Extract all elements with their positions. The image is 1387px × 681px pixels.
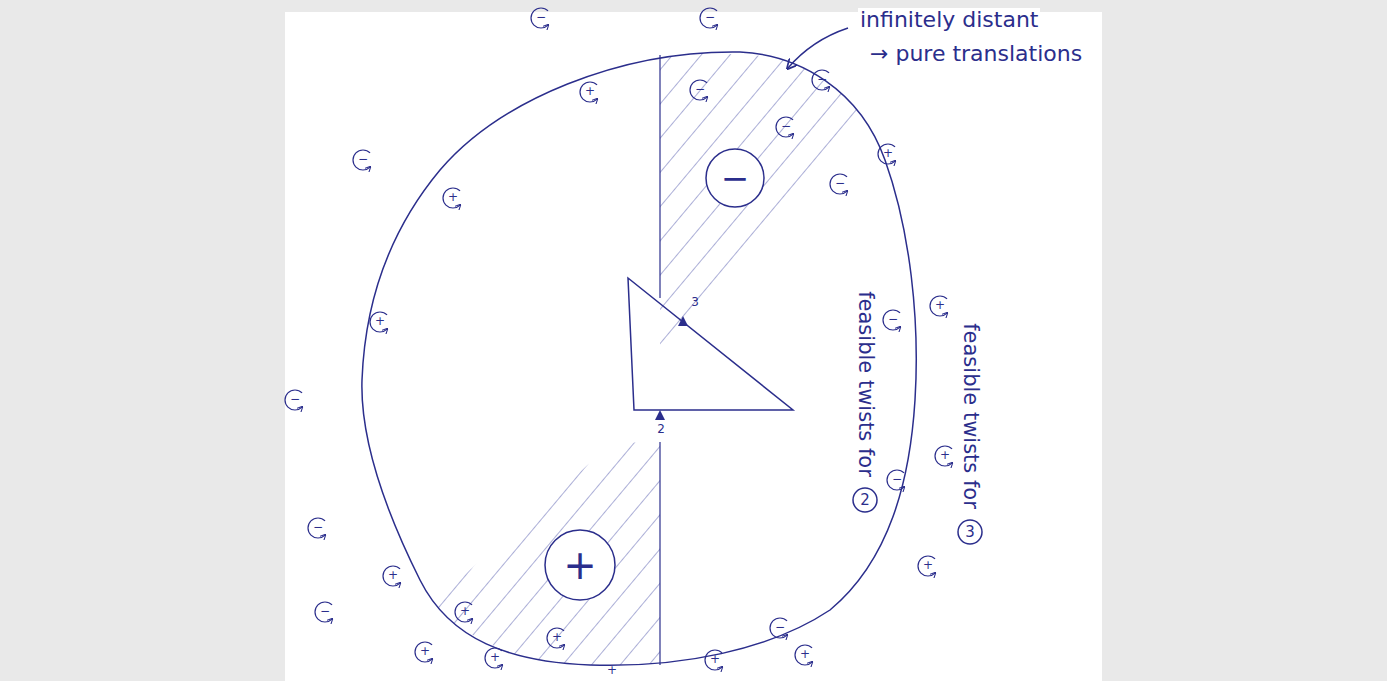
rotation-arc: [830, 174, 847, 194]
pointer-arrow: [788, 28, 848, 68]
rotated-note: feasible twists for: [958, 321, 981, 511]
circle-text: 2: [860, 493, 870, 508]
rotation-sign: +: [375, 315, 385, 328]
rotation-arc: [455, 602, 472, 622]
note-text: → pure translations: [868, 42, 1084, 66]
rotation-arc: [690, 80, 707, 100]
rotation-arc: [776, 117, 793, 137]
rotation-sign: +: [448, 191, 458, 204]
vertex-number: 3: [691, 296, 699, 309]
rotation-arc: [795, 645, 812, 665]
rotation-sign: +: [935, 299, 945, 312]
contact-marker: [655, 410, 665, 420]
circled-sign: +: [544, 529, 616, 601]
circle-outline: [545, 530, 615, 600]
circle-text: +: [563, 545, 597, 585]
boundary-oval: [362, 52, 916, 665]
rotation-sign: −: [290, 393, 300, 406]
paper-sheet: [285, 12, 1102, 681]
rotation-sign: +: [420, 645, 430, 658]
rotation-sign: −: [358, 153, 368, 166]
rotation-sign: +: [923, 559, 933, 572]
circle-outline: [706, 149, 764, 207]
rotation-sign: +: [710, 653, 720, 666]
rotation-sign: −: [705, 11, 715, 24]
rotation-arc: [883, 310, 900, 330]
rotation-sign: −: [835, 177, 845, 190]
circle-outline: [853, 488, 877, 512]
rotation-arc: [812, 70, 829, 90]
rotation-arc: [285, 390, 302, 410]
rotation-sign: +: [552, 631, 562, 644]
rotation-arc: [531, 8, 548, 28]
rotation-arc: [700, 8, 717, 28]
rotation-sign: −: [313, 521, 323, 534]
rotation-sign: −: [892, 473, 902, 486]
rotated-note: feasible twists for: [853, 289, 876, 479]
hatch-upper: [660, 50, 870, 365]
circle-text: 3: [965, 525, 975, 540]
rotation-sign: +: [800, 648, 810, 661]
contact-marker: [678, 316, 688, 326]
rotation-arcs: [285, 8, 952, 670]
rotation-sign: +: [607, 664, 617, 677]
rotation-sign: +: [490, 651, 500, 664]
divider-line: [659, 55, 660, 298]
rotation-arc: [443, 188, 460, 208]
rotation-arc: [580, 82, 597, 102]
rotation-sign: +: [585, 85, 595, 98]
rotation-arc: [485, 648, 502, 668]
vertex-number: 2: [657, 423, 665, 436]
rotation-arc: [370, 312, 387, 332]
rotation-sign: −: [320, 605, 330, 618]
rotation-sign: −: [888, 313, 898, 326]
rotation-sign: +: [460, 605, 470, 618]
rotation-sign: +: [388, 569, 398, 582]
circled-sign: −: [705, 148, 765, 208]
rotation-arc: [918, 556, 935, 576]
circled-sign: 3: [957, 519, 983, 545]
rotation-sign: −: [775, 621, 785, 634]
rotation-sign: −: [817, 73, 827, 86]
rotation-arc: [547, 628, 564, 648]
hatch-lower: [425, 440, 660, 670]
rotation-arc: [887, 470, 904, 490]
rotation-sign: +: [940, 449, 950, 462]
rotation-sign: +: [883, 147, 893, 160]
rotation-arc: [770, 618, 787, 638]
circle-outline: [958, 520, 982, 544]
rotation-arc: [705, 650, 722, 670]
rotation-arc: [415, 642, 432, 662]
triangle-body: [628, 278, 793, 410]
rotation-arc: [353, 150, 370, 170]
rotation-sign: −: [695, 83, 705, 96]
rotation-arc: [935, 446, 952, 466]
circled-sign: 2: [852, 487, 878, 513]
rotation-arc: [383, 566, 400, 586]
hatched-band: [425, 50, 870, 670]
rotation-arc: [930, 296, 947, 316]
rotation-arc: [878, 144, 895, 164]
rotation-arc: [308, 518, 325, 538]
rotation-sign: −: [781, 120, 791, 133]
rotation-arc: [315, 602, 332, 622]
divider-line: [659, 442, 660, 665]
circle-text: −: [721, 161, 750, 195]
rotation-sign: −: [536, 11, 546, 24]
note-text: infinitely distant: [858, 8, 1040, 32]
